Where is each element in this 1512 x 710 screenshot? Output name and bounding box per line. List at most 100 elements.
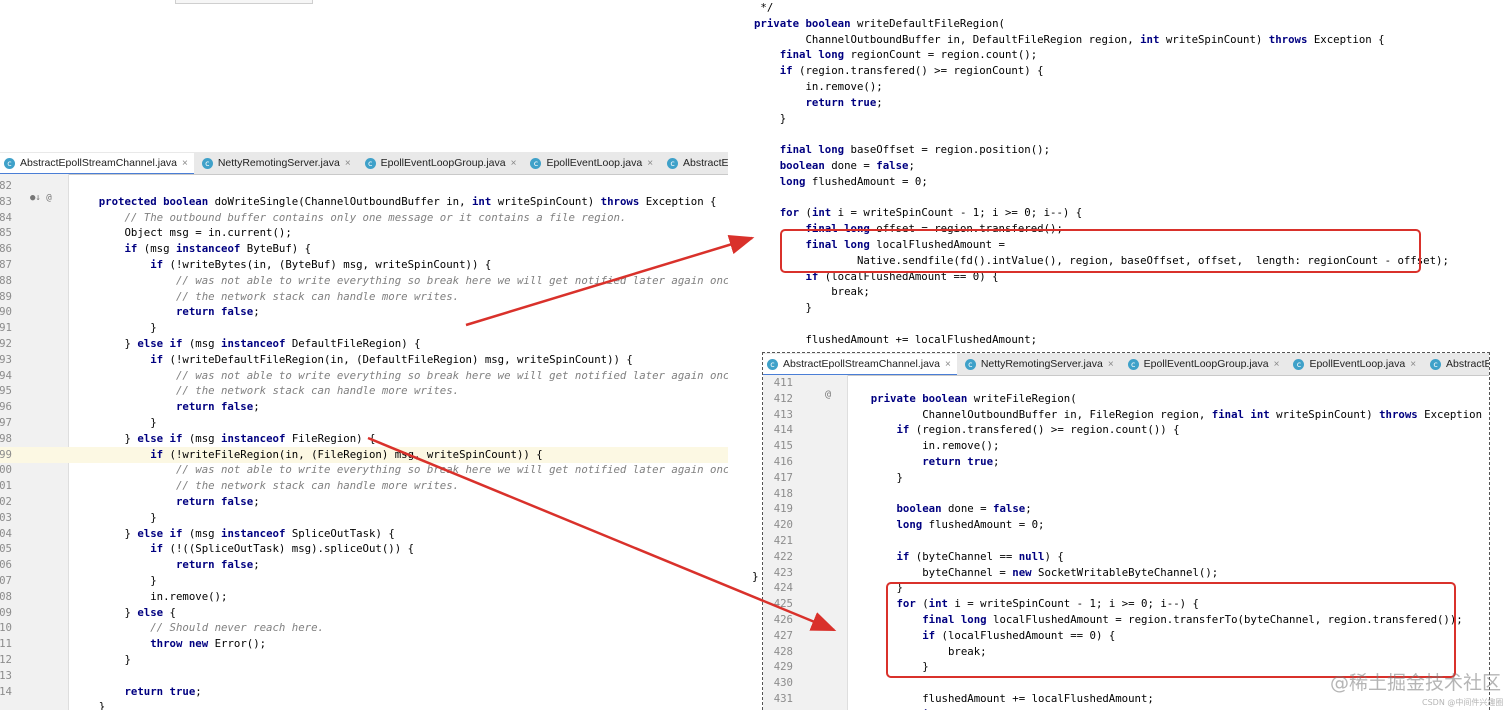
code-text: } bbox=[845, 581, 903, 595]
code-text: } bbox=[73, 416, 157, 429]
close-icon[interactable]: × bbox=[1107, 358, 1114, 370]
line-number: 87 bbox=[0, 258, 12, 271]
code-line: 417 } bbox=[763, 470, 1489, 486]
line-number: 430 bbox=[773, 676, 793, 690]
tab-label: AbstractEpollCh bbox=[683, 157, 728, 169]
line-number: 84 bbox=[0, 210, 12, 224]
line-number: 85 bbox=[0, 226, 12, 240]
code-text: if (region.transfered() >= region.count(… bbox=[896, 423, 1180, 437]
annotation-marker-icon[interactable]: @ bbox=[825, 388, 832, 400]
code-line: 90 return false; bbox=[0, 304, 728, 320]
code-line: 415 in.remove(); bbox=[763, 438, 1489, 454]
line-number: 95 bbox=[0, 384, 12, 398]
code-line: 422 if (byteChannel == null) { bbox=[763, 549, 1489, 565]
code-text: if (localFlushedAmount == 0) { bbox=[922, 628, 1116, 642]
override-marker-icon[interactable]: ●↓ @ bbox=[30, 192, 52, 203]
line-number: 93 bbox=[0, 352, 12, 366]
left-tab-4[interactable]: cAbstractEpollCh bbox=[663, 152, 728, 174]
code-line: if (region.transfered() >= regionCount) … bbox=[732, 63, 1512, 79]
close-icon[interactable]: × bbox=[647, 157, 654, 169]
line-number: 421 bbox=[773, 534, 793, 547]
c-class-icon: c bbox=[1430, 358, 1442, 370]
code-line: 14 return true; bbox=[0, 684, 728, 700]
code-line: 08 in.remove(); bbox=[0, 589, 728, 605]
c-class-icon: c bbox=[964, 358, 976, 370]
code-text: boolean done = false; bbox=[779, 159, 915, 172]
code-line: 09 } else { bbox=[0, 605, 728, 621]
line-number: 07 bbox=[0, 574, 12, 587]
line-number: 412 bbox=[773, 391, 793, 405]
tab-label: AbstractEp bbox=[1446, 358, 1489, 370]
close-icon[interactable]: × bbox=[510, 157, 517, 169]
line-number: 90 bbox=[0, 305, 12, 319]
close-icon[interactable]: × bbox=[182, 157, 188, 169]
code-text: if (!((SpliceOutTask) msg).spliceOut()) … bbox=[150, 542, 415, 556]
code-line: 83 protected boolean doWriteSingle(Chann… bbox=[0, 194, 728, 210]
code-line: final long offset = region.transfered(); bbox=[732, 221, 1512, 237]
line-number: 94 bbox=[0, 368, 12, 382]
close-icon[interactable]: × bbox=[1273, 358, 1280, 370]
code-line: final long baseOffset = region.position(… bbox=[732, 142, 1512, 158]
c-class-icon: c bbox=[1127, 358, 1139, 370]
code-text: long flushedAmount = 0; bbox=[896, 518, 1045, 532]
code-text: protected boolean doWriteSingle(ChannelO… bbox=[98, 194, 717, 208]
code-text: // The outbound buffer contains only one… bbox=[124, 210, 627, 224]
code-line: 89 // the network stack can handle more … bbox=[0, 289, 728, 305]
left-tab-3[interactable]: c EpollEventLoop.java × bbox=[526, 152, 659, 174]
code-line: 84 // The outbound buffer contains only … bbox=[0, 210, 728, 226]
c-class-icon: c bbox=[530, 157, 542, 169]
line-number: 422 bbox=[773, 549, 793, 563]
code-line: 11 throw new Error(); bbox=[0, 636, 728, 652]
code-line: 87 if (!writeBytes(in, (ByteBuf) msg, wr… bbox=[0, 257, 728, 273]
code-text: if (!writeFileRegion(in, (FileRegion) ms… bbox=[150, 447, 543, 461]
code-line: private boolean writeDefaultFileRegion( bbox=[732, 16, 1512, 32]
code-line: 10 // Should never reach here. bbox=[0, 620, 728, 636]
code-text: if (msg instanceof ByteBuf) { bbox=[124, 242, 312, 256]
window-edge-stub bbox=[175, 0, 313, 4]
line-number: 00 bbox=[0, 463, 12, 477]
line-number: 88 bbox=[0, 273, 12, 287]
code-line: in.remove(); bbox=[732, 79, 1512, 95]
code-line: } bbox=[0, 699, 728, 710]
code-text: private boolean writeDefaultFileRegion( bbox=[754, 16, 1005, 30]
code-text: return false; bbox=[175, 558, 260, 572]
code-text: } bbox=[73, 321, 157, 335]
code-text: Object msg = in.current(); bbox=[73, 226, 292, 240]
code-line: 419 boolean done = false; bbox=[763, 501, 1489, 517]
close-icon[interactable]: × bbox=[344, 157, 351, 169]
code-text: } bbox=[845, 470, 903, 484]
transferto-highlight-box bbox=[886, 582, 1456, 678]
bottom-right-tab-4[interactable]: c AbstractEp bbox=[1426, 353, 1489, 375]
code-line: long flushedAmount = 0; bbox=[732, 174, 1512, 190]
watermark: @稀土掘金技术社区 bbox=[1330, 672, 1502, 694]
line-number: 11 bbox=[0, 637, 12, 651]
close-icon[interactable]: × bbox=[945, 358, 951, 370]
code-text: final long regionCount = region.count(); bbox=[779, 48, 1038, 62]
code-line: final long localFlushedAmount = bbox=[732, 237, 1512, 253]
line-number: 96 bbox=[0, 400, 12, 414]
line-number: 98 bbox=[0, 431, 12, 445]
code-line: 432 if (region.transfered() >= region.co… bbox=[763, 707, 1489, 710]
code-text: if (byteChannel == null) { bbox=[896, 549, 1064, 563]
close-icon[interactable]: × bbox=[1410, 358, 1417, 370]
line-number: 416 bbox=[773, 455, 793, 468]
code-line: 421 bbox=[763, 533, 1489, 549]
line-number: 425 bbox=[773, 597, 793, 611]
code-text: private boolean writeFileRegion( bbox=[870, 391, 1077, 405]
code-text: boolean done = false; bbox=[896, 502, 1032, 516]
tab-label: EpollEventLoop.java bbox=[546, 157, 643, 169]
c-class-icon: c bbox=[767, 358, 778, 370]
line-number: 03 bbox=[0, 510, 12, 524]
code-text: return false; bbox=[175, 495, 260, 508]
line-number: 01 bbox=[0, 479, 12, 493]
code-text: // was not able to write everything so b… bbox=[175, 368, 728, 382]
code-line: 420 long flushedAmount = 0; bbox=[763, 517, 1489, 533]
code-line: 13 bbox=[0, 668, 728, 684]
